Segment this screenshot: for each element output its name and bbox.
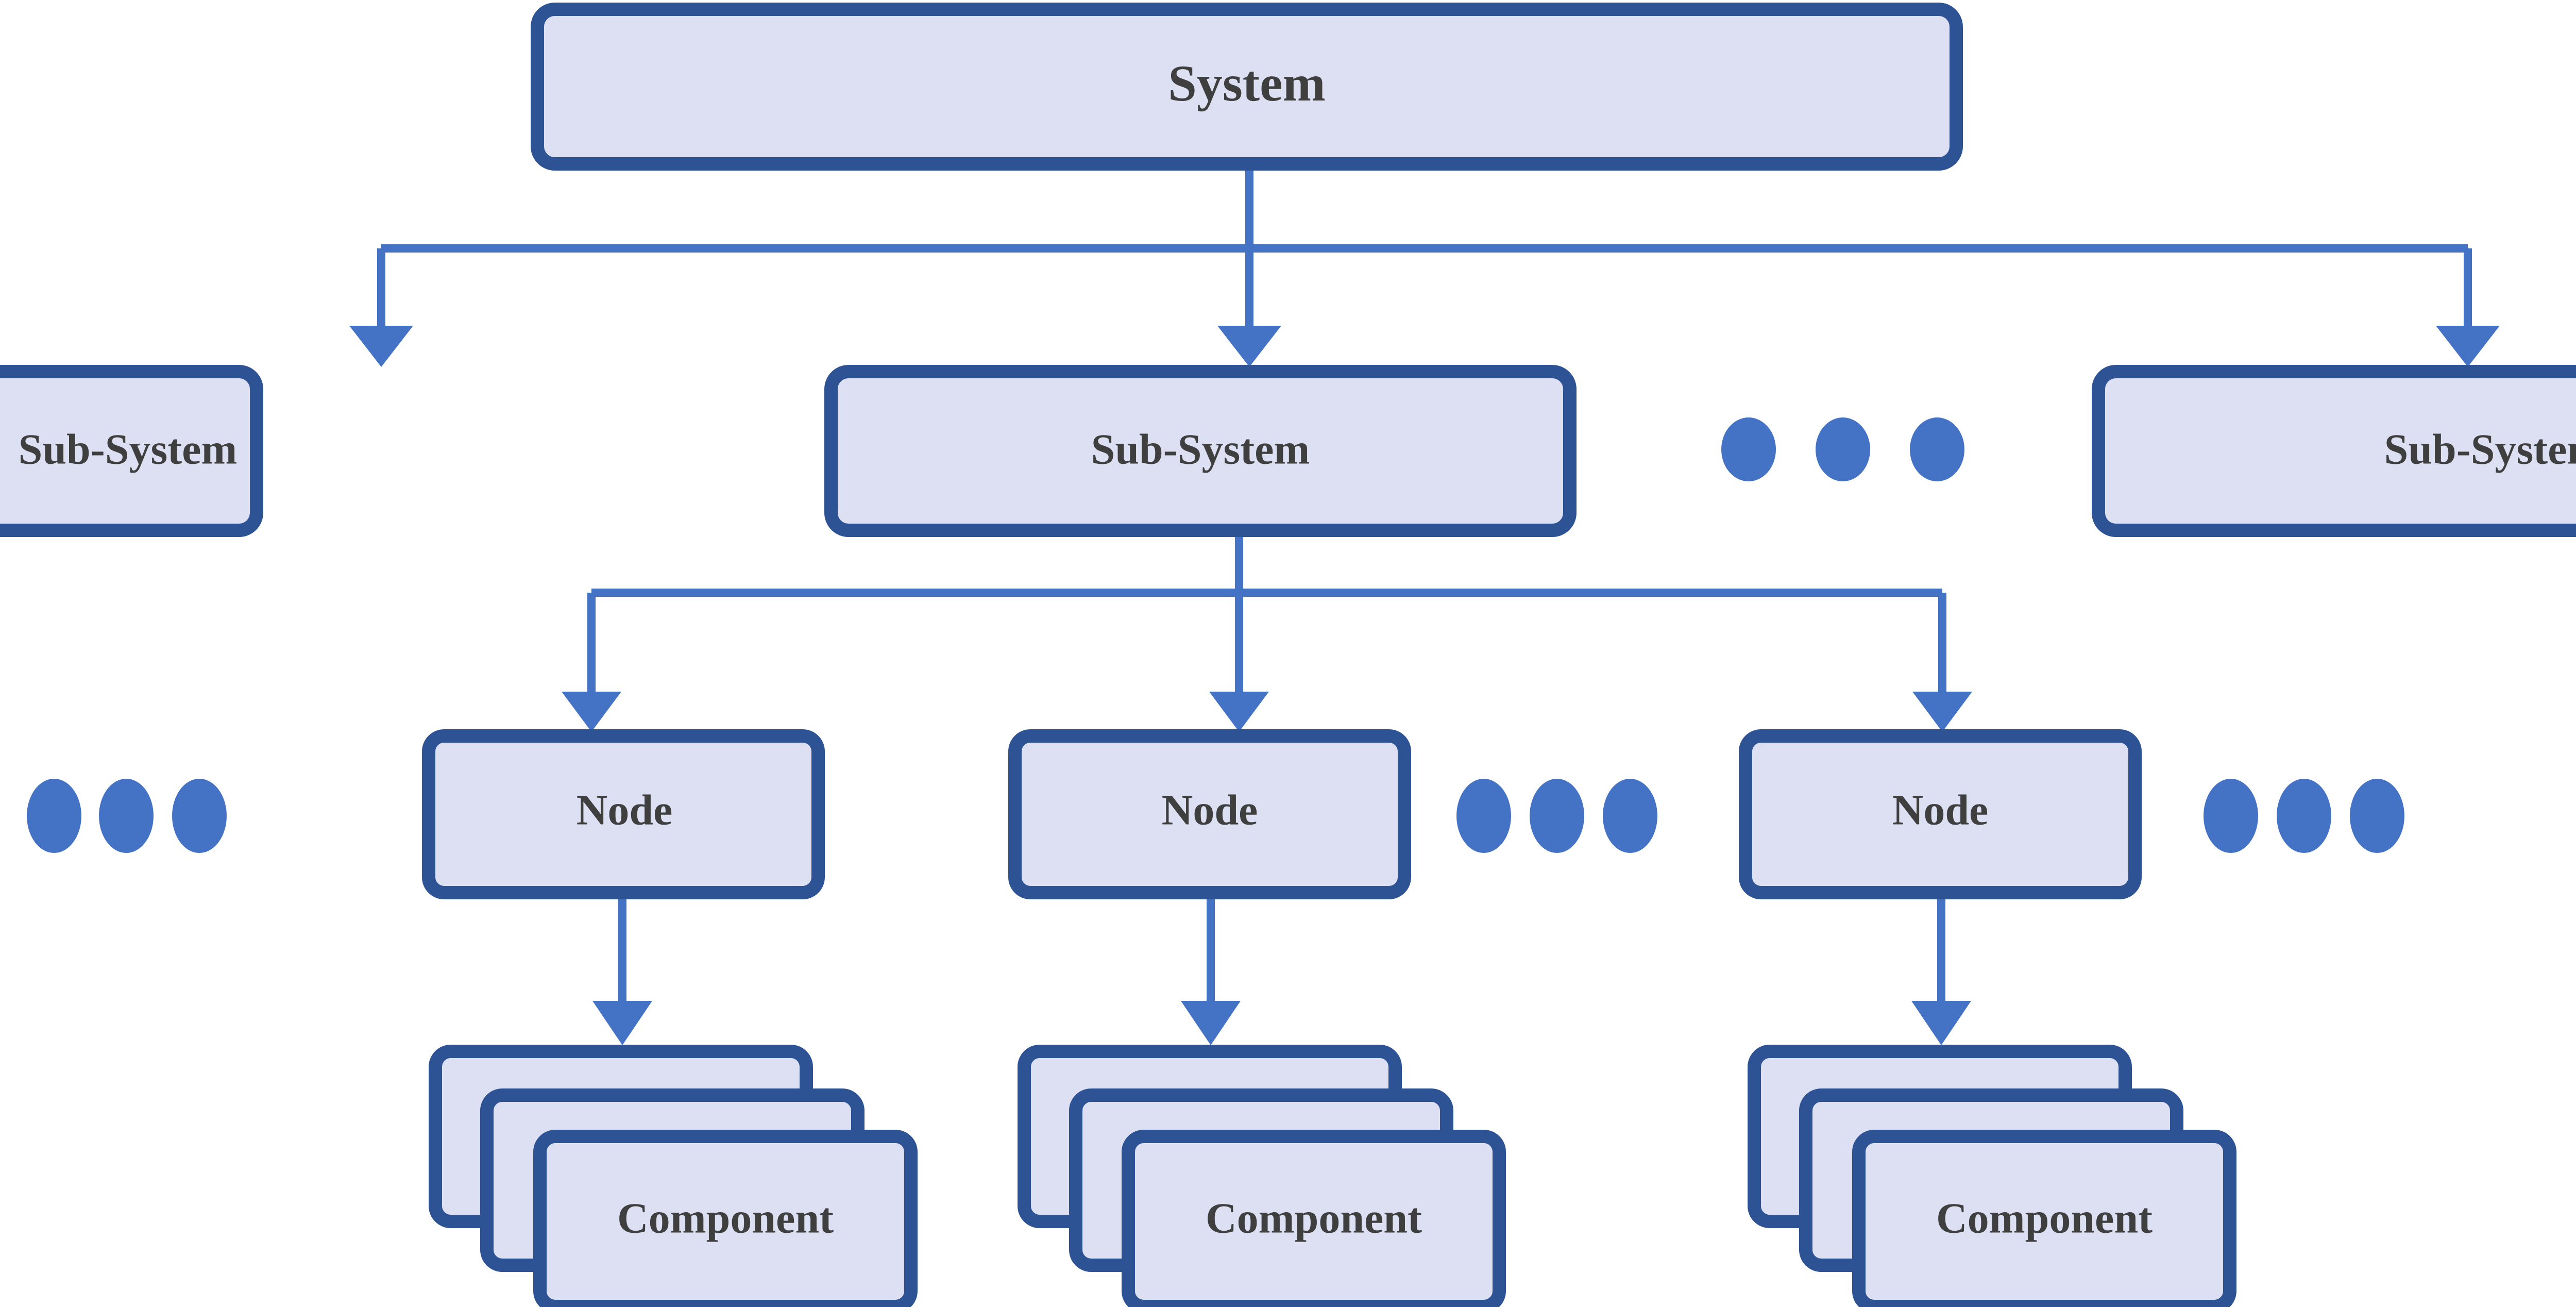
- ellipsis-dot: [2277, 779, 2331, 853]
- node-box-3-label: Node: [1892, 786, 1989, 834]
- connector-system-to-subsystems: [349, 170, 2500, 367]
- subsystem-box-right[interactable]: Sub-System: [2092, 365, 2576, 537]
- ellipsis-dot: [172, 779, 227, 853]
- arrow-head-component-3: [1911, 1001, 1971, 1045]
- ellipsis-dot: [1910, 417, 1964, 481]
- component-stack-3[interactable]: Component: [1748, 1045, 2236, 1307]
- ellipsis-dot: [1816, 417, 1870, 481]
- subsystem-box-middle[interactable]: Sub-System: [824, 365, 1577, 537]
- ellipsis-dot: [99, 779, 154, 853]
- node-box-1[interactable]: Node: [422, 729, 825, 899]
- subsystem-box-middle-shape[interactable]: [824, 365, 1577, 537]
- arrow-head-node-2: [1209, 692, 1269, 732]
- component-stack-2[interactable]: Component: [1018, 1045, 1506, 1307]
- arrow-head-subsystem-left: [349, 326, 413, 367]
- ellipsis-dot: [2204, 779, 2258, 853]
- system-box-shape[interactable]: [531, 3, 1963, 171]
- subsystem-ellipsis: [1721, 417, 1964, 481]
- arrow-head-component-1: [592, 1001, 652, 1045]
- arrow-head-node-1: [562, 692, 621, 732]
- component-stack-3-label: Component: [1936, 1194, 2153, 1242]
- node-box-3[interactable]: Node: [1739, 729, 2142, 899]
- component-stack-1-card-front[interactable]: [533, 1130, 918, 1307]
- connector-nodes-to-components: [592, 899, 1971, 1045]
- system-box[interactable]: System: [531, 3, 1963, 171]
- component-stack-2-card-front[interactable]: [1122, 1130, 1506, 1307]
- ellipsis-dot: [1456, 779, 1511, 853]
- node-ellipsis-middle: [1456, 779, 1657, 853]
- subsystem-box-right-label: Sub-System: [2384, 425, 2576, 473]
- arrow-head-subsystem-middle: [1217, 326, 1281, 367]
- component-stack-2-label: Component: [1206, 1194, 1422, 1242]
- node-box-2[interactable]: Node: [1008, 729, 1411, 899]
- node-box-2-shape[interactable]: [1008, 729, 1411, 899]
- node-box-2-label: Node: [1162, 786, 1258, 834]
- system-box-label: System: [1168, 55, 1326, 112]
- ellipsis-dot: [2350, 779, 2404, 853]
- subsystem-box-left-shape[interactable]: [0, 365, 263, 537]
- ellipsis-dot: [1530, 779, 1584, 853]
- ellipsis-dot: [27, 779, 81, 853]
- node-ellipsis-right: [2204, 779, 2404, 853]
- arrow-head-node-3: [1912, 692, 1972, 732]
- ellipsis-dot: [1721, 417, 1776, 481]
- subsystem-box-left[interactable]: Sub-System: [0, 365, 263, 537]
- arrow-head-component-2: [1181, 1001, 1241, 1045]
- subsystem-box-right-shape[interactable]: [2092, 365, 2576, 537]
- node-box-1-label: Node: [577, 786, 673, 834]
- component-stack-1-label: Component: [617, 1194, 834, 1242]
- component-stack-3-card-front[interactable]: [1852, 1130, 2236, 1307]
- arrow-head-subsystem-right: [2436, 326, 2500, 367]
- node-box-1-shape[interactable]: [422, 729, 825, 899]
- subsystem-box-left-label: Sub-System: [19, 425, 238, 473]
- node-ellipsis-left: [27, 779, 227, 853]
- ellipsis-dot: [1603, 779, 1657, 853]
- connector-subsystem-to-nodes: [562, 537, 1972, 732]
- component-stack-1[interactable]: Component: [429, 1045, 918, 1307]
- subsystem-box-middle-label: Sub-System: [1091, 425, 1310, 473]
- node-box-3-shape[interactable]: [1739, 729, 2142, 899]
